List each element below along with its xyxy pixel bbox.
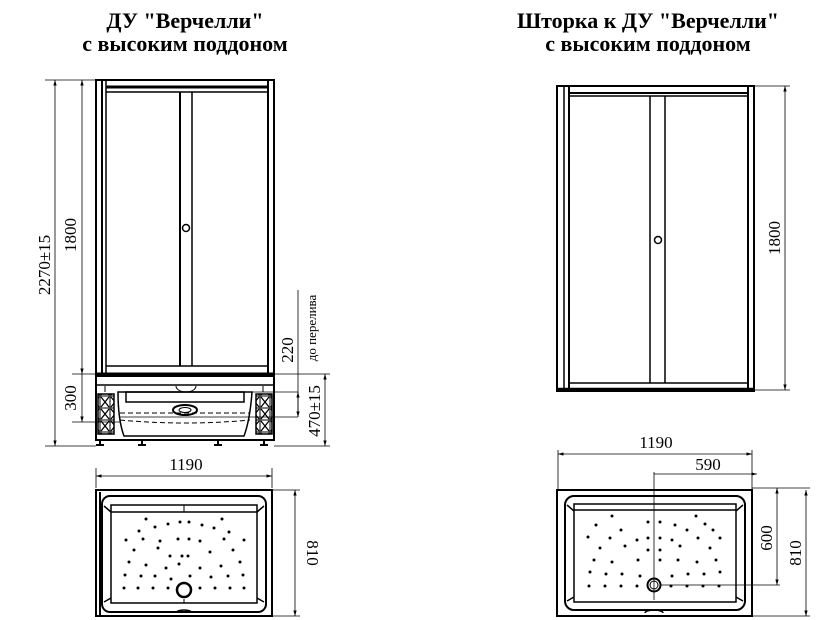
door-handle-icon	[181, 223, 191, 233]
right-plan-labels: 1190 590 600 810	[639, 433, 805, 566]
dim-total-height: 2270±15	[35, 235, 54, 295]
right-decor-panel	[255, 393, 273, 435]
right-plan-dots	[586, 514, 722, 588]
dim-overflow-height: 220	[278, 337, 297, 363]
dim-overflow-label: до перелива	[304, 295, 319, 362]
dim-drain-offset-y: 600	[757, 525, 776, 551]
dim-width-right: 1190	[639, 433, 672, 452]
dim-door-height-left: 1800	[61, 218, 80, 252]
left-dimension-lines	[45, 79, 330, 447]
dim-door-height-right: 1800	[765, 221, 784, 255]
dim-depth-right: 810	[786, 540, 805, 566]
left-plan-dots	[122, 517, 246, 590]
right-title-line2: с высоким поддоном	[545, 31, 751, 56]
right-screen-view	[556, 85, 755, 392]
left-decor-panel	[97, 393, 115, 435]
left-view-title: ДУ "Верчелли" с высоким поддоном	[20, 9, 350, 55]
door-handle-icon-right	[653, 235, 663, 245]
left-plan-labels: 1190 810	[169, 455, 322, 566]
dim-width-left: 1190	[169, 455, 202, 474]
left-dimension-labels: 2270±15 1800 300 220 до перелива 470±15	[35, 218, 324, 437]
right-title-line1: Шторка к ДУ "Верчелли"	[516, 8, 780, 33]
left-front-view	[95, 79, 275, 446]
left-title-line1: ДУ "Верчелли"	[106, 8, 264, 33]
dim-depth-left: 810	[303, 540, 322, 566]
dim-drain-offset-x: 590	[695, 455, 721, 474]
dim-base-height: 300	[61, 385, 80, 411]
right-view-title: Шторка к ДУ "Верчелли" с высоким поддоно…	[480, 9, 816, 55]
right-screen-dimension	[754, 85, 790, 391]
left-plan-view	[95, 468, 300, 617]
dim-tray-height: 470±15	[305, 385, 324, 437]
left-title-line2: с высоким поддоном	[82, 31, 288, 56]
right-plan-view	[556, 450, 810, 617]
